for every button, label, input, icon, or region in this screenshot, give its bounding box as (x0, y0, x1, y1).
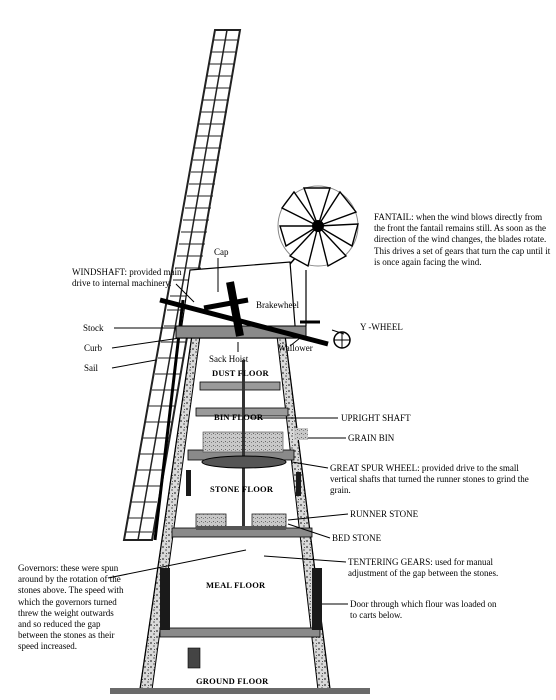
label-wallower: Wallower (278, 343, 313, 353)
label-cap: Cap (214, 247, 229, 257)
label-sail: Sail (84, 363, 99, 373)
label-tentering-gears: TENTERING GEARS: used for manual adjustm… (348, 557, 499, 579)
label-bed-stone: BED STONE (332, 533, 382, 543)
label-stock: Stock (83, 323, 104, 333)
cap-assembly (159, 231, 351, 349)
label-runner-stone: RUNNER STONE (350, 509, 419, 519)
sail-lattice (122, 29, 242, 541)
label-upright-shaft: UPRIGHT SHAFT (341, 413, 411, 423)
label-y-wheel: Y -WHEEL (360, 322, 403, 332)
label-governors: Governors: these were spun around by the… (18, 563, 124, 652)
label-fantail: FANTAIL: when the wind blows directly fr… (374, 212, 551, 267)
fantail (277, 185, 359, 268)
floor-label-bin: BIN FLOOR (214, 412, 264, 422)
label-grain-bin: GRAIN BIN (348, 433, 395, 443)
floor-label-meal: MEAL FLOOR (206, 580, 266, 590)
leader-lines (107, 258, 349, 605)
label-windshaft: WINDSHAFT: provided main drive to intern… (72, 267, 182, 289)
label-great-spur-wheel: GREAT SPUR WHEEL: provided drive to the … (330, 463, 529, 496)
label-sack-hoist: Sack Hoist (209, 354, 249, 364)
label-brakewheel: Brakewheel (256, 300, 299, 310)
floor-label-dust: DUST FLOOR (212, 368, 269, 378)
tower-body (110, 335, 370, 694)
floor-label-ground: GROUND FLOOR (196, 676, 269, 686)
floor-label-stone: STONE FLOOR (210, 484, 274, 494)
label-door: Door through which flour was loaded on t… (350, 599, 497, 621)
label-curb: Curb (84, 343, 102, 353)
